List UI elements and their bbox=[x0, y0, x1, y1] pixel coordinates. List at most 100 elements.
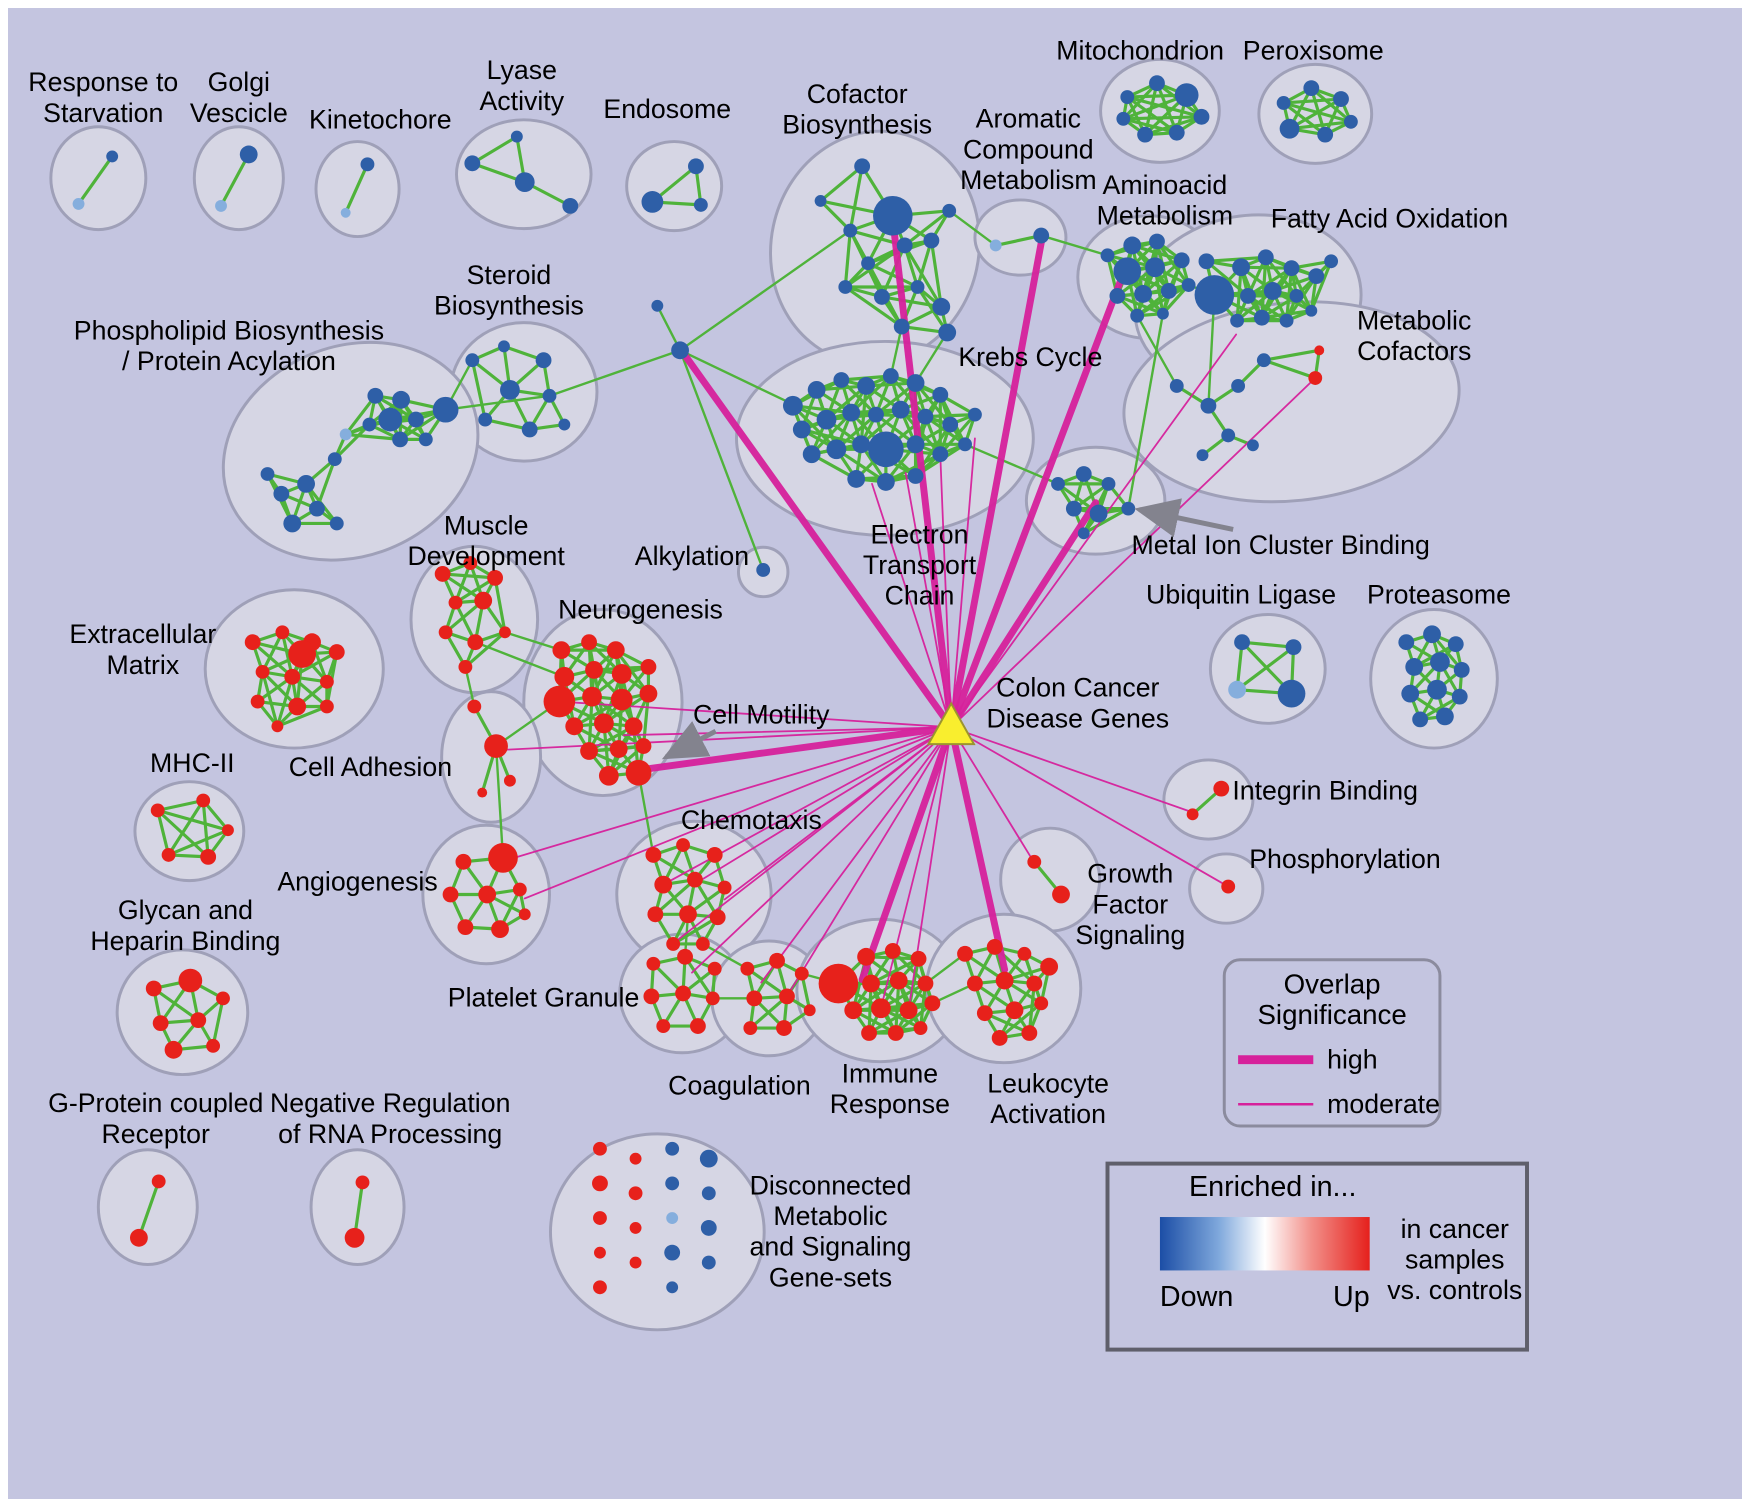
g-protein-coupled-receptor-node bbox=[151, 1174, 166, 1189]
neurogenesis-node bbox=[565, 717, 584, 736]
significance-edge-high bbox=[678, 347, 955, 731]
glycan-heparin-binding-node bbox=[190, 1012, 207, 1029]
leukocyte-activation-node bbox=[976, 1005, 993, 1022]
angiogenesis-node bbox=[457, 919, 474, 936]
neurogenesis-node bbox=[598, 765, 619, 786]
g-protein-coupled-receptor-node bbox=[129, 1228, 148, 1247]
significance-edge-moderate bbox=[880, 726, 953, 1010]
disconnected-gene-sets-node bbox=[700, 1219, 717, 1236]
disconnected-gene-sets-node bbox=[664, 1244, 681, 1261]
up-label: Up bbox=[1333, 1281, 1370, 1313]
cofactor-biosynthesis-node bbox=[843, 223, 858, 238]
electron-transport-chain-node bbox=[876, 473, 895, 491]
cofactor-biosynthesis-node bbox=[814, 194, 827, 207]
muscle-development-edge bbox=[463, 630, 507, 669]
aminoacid-metabolism-node bbox=[1160, 283, 1177, 299]
phospholipid-biosynthesis-node bbox=[362, 417, 377, 432]
immune-response-node bbox=[862, 974, 880, 993]
metabolic-cofactors-node bbox=[1247, 439, 1259, 452]
electron-transport-chain-node bbox=[868, 431, 904, 468]
immune-response-edge bbox=[869, 957, 921, 986]
leukocyte-activation-node bbox=[957, 945, 973, 962]
neurogenesis-label: Neurogenesis bbox=[558, 594, 723, 624]
phosphorylation-label: Phosphorylation bbox=[1249, 844, 1441, 874]
endosome-label: Endosome bbox=[603, 94, 731, 124]
mhc-ii-node bbox=[150, 803, 165, 818]
electron-transport-chain-edge bbox=[810, 411, 853, 456]
disconnected-gene-sets-node bbox=[701, 1186, 716, 1201]
mitochondrion-label: Mitochondrion bbox=[1056, 35, 1224, 65]
muscle-development-node bbox=[463, 556, 478, 570]
cofactor-biosynthesis-edge bbox=[929, 238, 943, 309]
response-to-starvation-node bbox=[72, 197, 85, 210]
significance-edge-moderate bbox=[939, 454, 953, 729]
fatty-acid-oxidation-node bbox=[1198, 253, 1215, 270]
metabolic-cofactors-node bbox=[1200, 397, 1217, 414]
muscle-development-node bbox=[458, 660, 473, 674]
fatty-acid-oxidation-node bbox=[1194, 275, 1235, 315]
extracellular-matrix-edge bbox=[260, 630, 284, 674]
cell-adhesion-node bbox=[467, 699, 482, 714]
neurogenesis-node bbox=[624, 717, 643, 736]
chemotaxis-node bbox=[647, 906, 664, 923]
neurogenesis-node bbox=[611, 663, 632, 684]
extracellular-matrix-edge bbox=[275, 675, 294, 728]
phospholipid-biosynthesis-edge bbox=[344, 394, 377, 437]
aminoacid-metabolism-node bbox=[1149, 233, 1165, 250]
peroxisome-node bbox=[1343, 114, 1358, 129]
fatty-acid-oxidation-edge bbox=[1246, 266, 1294, 298]
fatty-acid-oxidation-node bbox=[1305, 304, 1318, 317]
fatty-acid-oxidation-label: Fatty Acid Oxidation bbox=[1271, 204, 1508, 234]
mitochondrion-node bbox=[1137, 126, 1154, 143]
mitochondrion-node bbox=[1174, 83, 1199, 107]
electron-transport-chain-edge bbox=[938, 413, 977, 456]
proteasome-node bbox=[1405, 658, 1424, 676]
leukocyte-activation-node bbox=[986, 939, 1003, 955]
steroid-biosynthesis-node bbox=[558, 418, 571, 431]
muscle-development-edge bbox=[453, 561, 472, 605]
proteasome-label: Proteasome bbox=[1367, 580, 1511, 610]
significance-edge-moderate bbox=[871, 483, 953, 729]
disconnected-gene-sets-node bbox=[666, 1281, 679, 1294]
angiogenesis-node bbox=[491, 920, 509, 939]
electron-transport-chain-node bbox=[802, 445, 821, 464]
integrin-binding-node bbox=[1213, 780, 1230, 797]
phospholipid-biosynthesis-node bbox=[418, 432, 433, 447]
proteasome-node bbox=[1453, 661, 1470, 678]
kinetochore-edge bbox=[344, 162, 370, 215]
significance-edge-high bbox=[947, 234, 1046, 731]
platelet-granule-node bbox=[707, 961, 722, 976]
angiogenesis-node bbox=[512, 882, 527, 897]
steroid-biosynthesis-node bbox=[465, 353, 480, 368]
cofactor-biosynthesis-node bbox=[932, 297, 951, 316]
inter-cluster-edge bbox=[678, 229, 852, 352]
neurogenesis-node bbox=[606, 641, 625, 660]
glycan-heparin-binding-node bbox=[145, 980, 162, 997]
inter-cluster-edge bbox=[494, 744, 505, 860]
electron-transport-chain-node bbox=[833, 372, 850, 388]
chemotaxis-node bbox=[687, 871, 703, 888]
electron-transport-chain-node bbox=[907, 468, 924, 484]
leukocyte-activation-node bbox=[991, 1030, 1008, 1046]
coagulation-node bbox=[746, 990, 763, 1007]
cell-adhesion-label: Cell Adhesion bbox=[289, 752, 452, 782]
cofactor-biosynthesis-edge bbox=[819, 199, 852, 233]
chemotaxis-node bbox=[695, 937, 710, 951]
fatty-acid-oxidation-node bbox=[1289, 288, 1304, 303]
ubiquitin-ligase-node bbox=[1228, 680, 1247, 699]
neurogenesis-node bbox=[639, 684, 658, 703]
immune-response-node bbox=[889, 971, 908, 990]
cell-adhesion-node bbox=[477, 787, 488, 798]
chemotaxis-node bbox=[717, 880, 732, 895]
mhc-ii-edge bbox=[156, 808, 171, 857]
neurogenesis-node bbox=[594, 713, 614, 734]
response-to-starvation-node bbox=[106, 150, 119, 163]
fatty-acid-oxidation-node bbox=[1324, 254, 1339, 269]
chemotaxis-node bbox=[645, 846, 662, 863]
